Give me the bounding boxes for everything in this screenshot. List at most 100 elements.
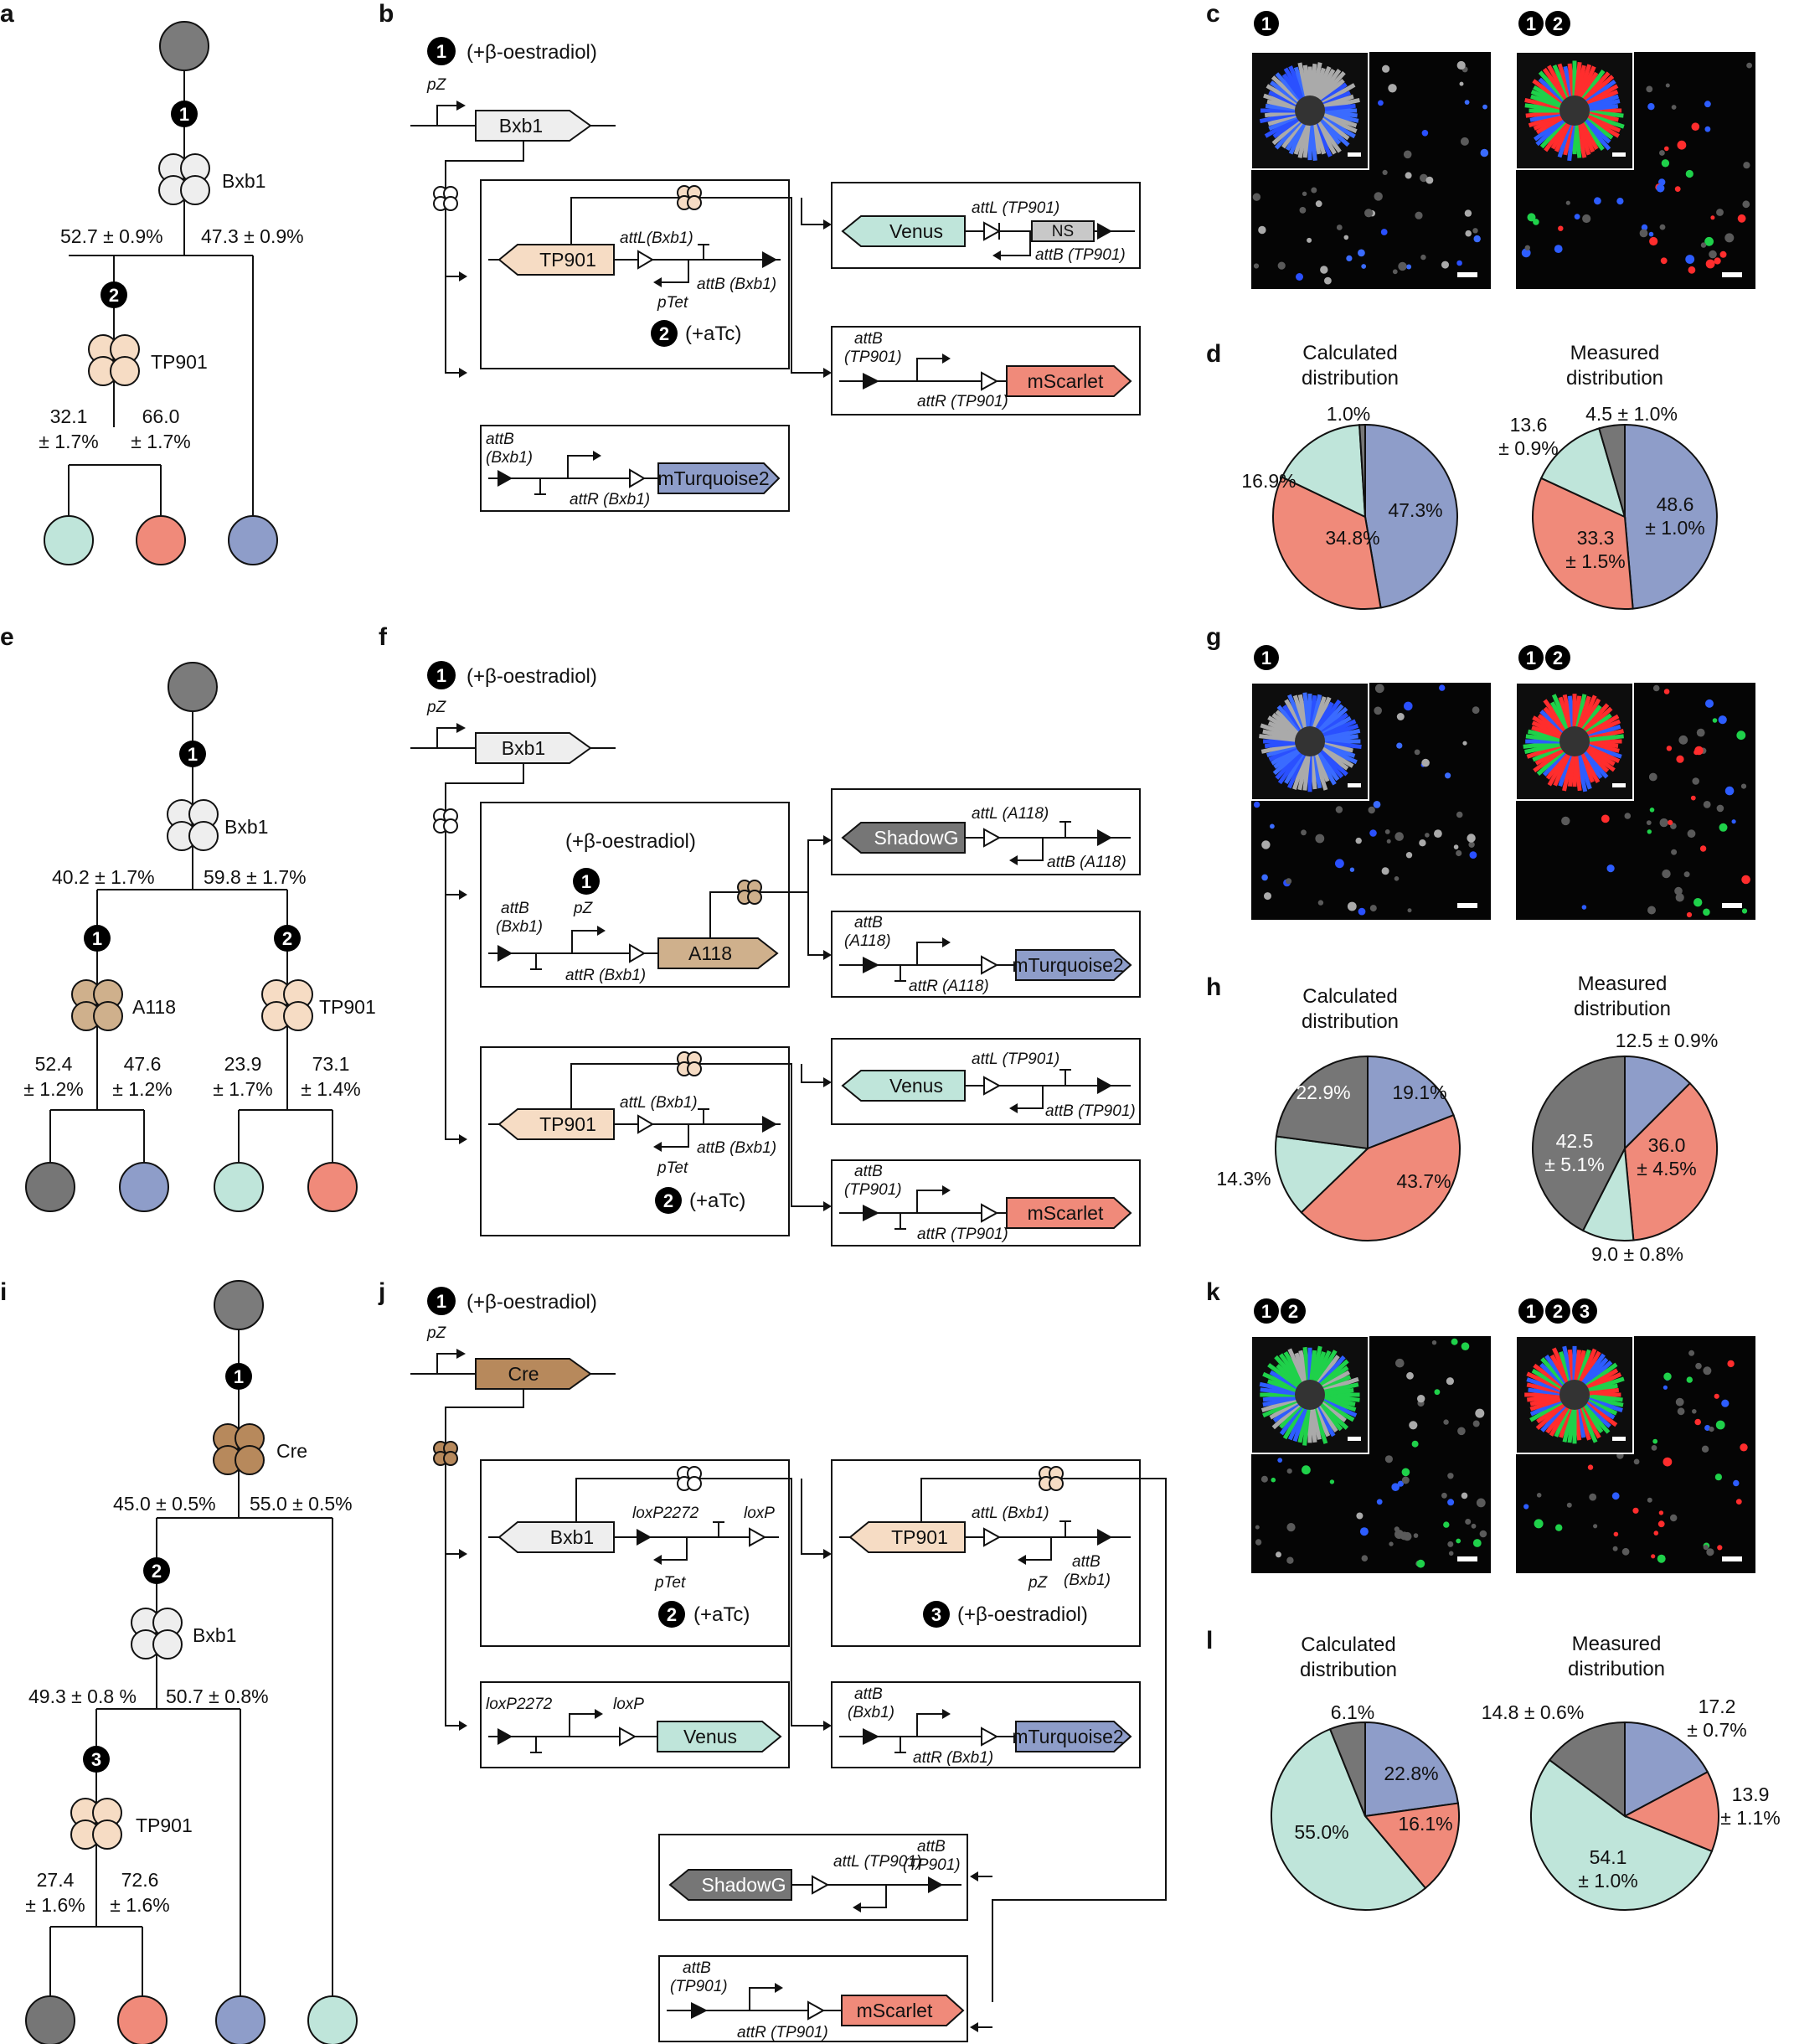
cell-dot xyxy=(1675,1397,1684,1407)
scale-bar xyxy=(1457,1556,1477,1561)
cell-dot xyxy=(1670,1514,1678,1522)
pie-slice xyxy=(1624,1721,1709,1818)
cell-dot xyxy=(1355,837,1362,844)
inducer-label: (+β-oestradiol) xyxy=(467,41,597,64)
cell-dot xyxy=(1740,783,1747,789)
svg-text:1: 1 xyxy=(436,665,446,686)
cell-dot xyxy=(1742,200,1750,209)
inducer-badge xyxy=(1518,1298,1544,1324)
inset-scale-bar xyxy=(1348,152,1361,157)
svg-text:(Bxb1): (Bxb1) xyxy=(486,449,533,467)
inducer-badge xyxy=(225,1363,252,1390)
cell-dot xyxy=(1668,819,1673,826)
inducer-badge xyxy=(1518,11,1544,36)
cell-dot xyxy=(1384,829,1390,834)
cell-dot xyxy=(1456,1538,1461,1544)
cell-dot xyxy=(1286,1468,1292,1474)
cell-dot xyxy=(1688,1350,1695,1356)
pie-label: 48.6± 1.0% xyxy=(1645,493,1704,539)
cell-dot xyxy=(1441,261,1449,269)
cell-dot xyxy=(1741,908,1748,914)
cell-dot xyxy=(1252,193,1261,201)
mturquoise-gene xyxy=(1015,1721,1132,1752)
svg-text:attB: attB xyxy=(486,431,514,448)
pie-label: 4.5 ± 1.0% xyxy=(1585,403,1678,425)
cell-dot xyxy=(1264,892,1271,901)
cell-dot xyxy=(1704,1425,1711,1431)
inset-scale-bar xyxy=(1612,1437,1626,1441)
construct-box xyxy=(831,911,1141,998)
cell-dot xyxy=(1621,1547,1630,1556)
mturquoise-gene xyxy=(1015,949,1132,981)
svg-text:± 1.7%: ± 1.7% xyxy=(213,1078,272,1100)
scale-bar xyxy=(1457,272,1477,277)
cell-dot xyxy=(1737,214,1746,223)
cell-dot xyxy=(1696,728,1705,737)
bxb1-recombinase-icon xyxy=(433,808,458,834)
cell-dot xyxy=(1581,905,1587,910)
cell-dot xyxy=(1536,1493,1542,1498)
recombinase-label: TP901 xyxy=(151,351,208,373)
inset-scale-bar xyxy=(1612,152,1626,157)
cell-dot xyxy=(1715,1420,1725,1430)
cell-dot xyxy=(1741,875,1750,885)
svg-text:attB (TP901): attB (TP901) xyxy=(1035,246,1126,264)
cell-dot xyxy=(1649,236,1658,246)
cell-dot xyxy=(1589,1493,1597,1501)
a118-gene xyxy=(657,937,779,969)
cell-dot xyxy=(1465,1519,1472,1525)
cell-dot xyxy=(1369,829,1377,837)
bxb1-gene xyxy=(475,732,592,764)
pie-slice xyxy=(1364,1721,1460,1818)
mscarlet-state-circle xyxy=(307,1162,358,1212)
cell-dot xyxy=(1473,235,1481,243)
svg-text:attR (TP901): attR (TP901) xyxy=(737,2024,828,2041)
pie-slice xyxy=(1624,1055,1692,1151)
cell-dot xyxy=(1527,213,1536,222)
svg-text:NS: NS xyxy=(1052,223,1074,240)
cell-dot xyxy=(1420,173,1428,183)
cell-dot xyxy=(1555,1524,1563,1531)
cell-dot xyxy=(1703,1545,1709,1551)
inducer-badge xyxy=(1545,11,1570,36)
inducer-badge xyxy=(655,1187,682,1214)
svg-text:2: 2 xyxy=(152,1561,162,1582)
svg-text:TP901: TP901 xyxy=(539,1113,596,1135)
cell-dot xyxy=(1421,130,1429,137)
cell-dot xyxy=(1685,169,1693,178)
cell-dot xyxy=(1475,1408,1485,1418)
pie-label: 54.1± 1.0% xyxy=(1578,1846,1637,1892)
inducer-badge-label: 1 xyxy=(1526,1301,1536,1322)
pie-label: 13.9± 1.1% xyxy=(1720,1783,1780,1829)
pie-slice xyxy=(1539,427,1626,519)
scale-bar xyxy=(1457,903,1477,908)
svg-text:1: 1 xyxy=(234,1366,244,1387)
cell-dot xyxy=(1694,1418,1701,1426)
svg-text:47.6: 47.6 xyxy=(124,1053,162,1075)
cell-dot xyxy=(1613,1531,1619,1537)
cell-dot xyxy=(1329,1479,1335,1484)
cell-dot xyxy=(1253,263,1260,269)
cell-dot xyxy=(1721,1399,1730,1407)
cell-dot xyxy=(1706,1548,1714,1556)
pie-slice xyxy=(1622,1770,1719,1853)
cell-dot xyxy=(1652,684,1660,692)
cell-dot xyxy=(1255,1525,1260,1530)
cell-dot xyxy=(1389,1541,1394,1546)
cell-dot xyxy=(1533,219,1539,225)
cell-dot xyxy=(1459,81,1464,86)
split-percent: 50.7 ± 0.8% xyxy=(166,1685,269,1707)
svg-text:pTet: pTet xyxy=(657,1159,688,1177)
cell-dot xyxy=(1397,1480,1404,1487)
venus-state-circle xyxy=(214,1162,264,1212)
cell-dot xyxy=(1632,1507,1639,1514)
cell-dot xyxy=(1382,169,1388,175)
svg-text:27.4: 27.4 xyxy=(37,1869,75,1891)
svg-text:mScarlet: mScarlet xyxy=(857,2000,933,2021)
svg-text:66.0: 66.0 xyxy=(142,405,180,427)
svg-text:distribution: distribution xyxy=(1302,1010,1399,1033)
cell-dot xyxy=(1665,83,1670,88)
cell-dot xyxy=(1451,1338,1458,1345)
cell-dot xyxy=(1396,742,1403,749)
